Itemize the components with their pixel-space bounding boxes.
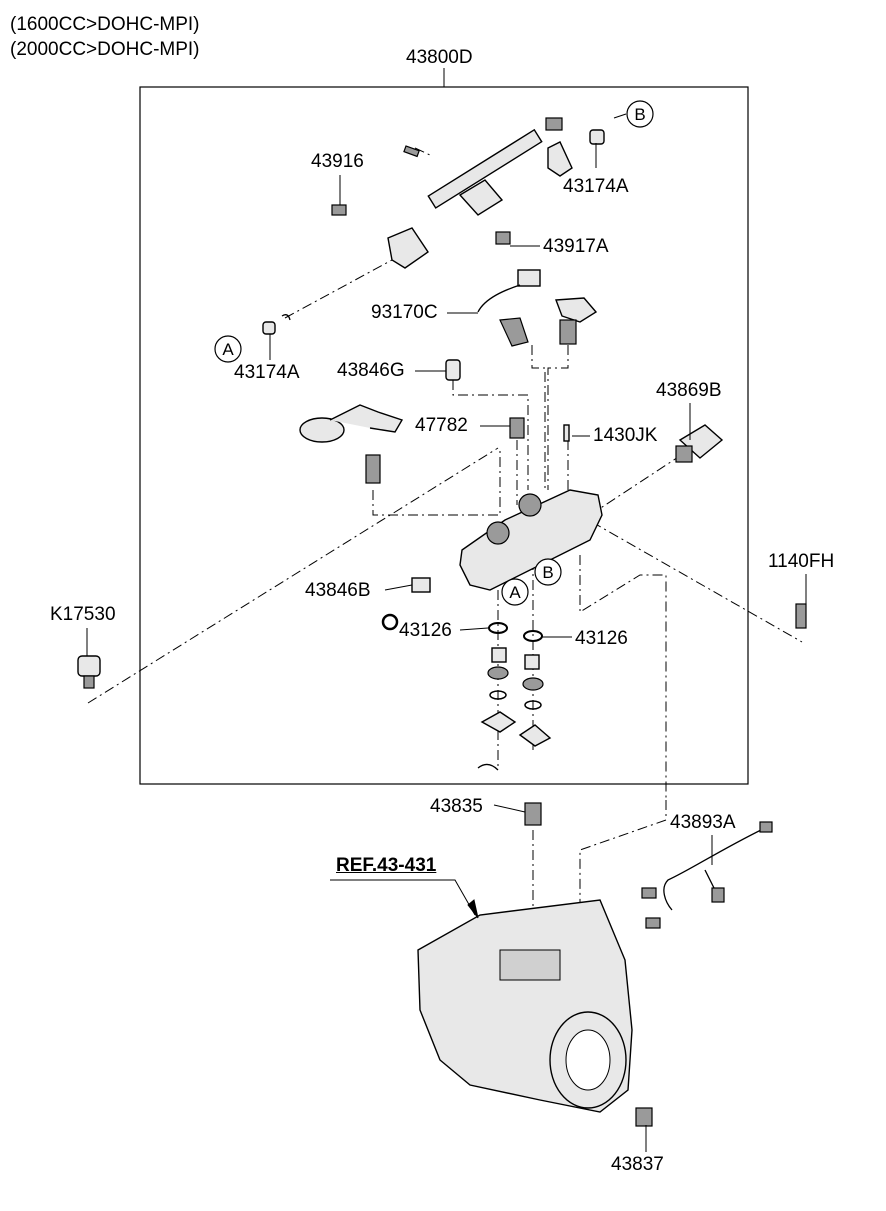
label-43800D: 43800D <box>406 47 473 68</box>
label-43174A-top: 43174A <box>563 176 629 197</box>
leader-lines <box>86 113 807 1152</box>
callout-b-body: B <box>542 563 553 582</box>
label-43835: 43835 <box>430 796 483 817</box>
bracket-right <box>555 297 598 345</box>
label-ref-43-431: REF.43-431 <box>336 855 437 876</box>
label-43869B: 43869B <box>656 380 722 401</box>
label-43126-left: 43126 <box>399 620 452 641</box>
callout-a-body: A <box>509 583 521 602</box>
sensor-93170C <box>477 269 541 347</box>
engine-spec-line-1: (1600CC>DOHC-MPI) <box>10 14 200 35</box>
label-K17530: K17530 <box>50 604 116 625</box>
seal-stack <box>477 622 552 771</box>
label-43846G: 43846G <box>337 360 405 381</box>
pin-1430JK <box>563 424 570 442</box>
label-47782: 47782 <box>415 415 468 436</box>
shift-shaft-assembly <box>262 117 605 335</box>
connection-lines <box>87 147 803 970</box>
label-43917A: 43917A <box>543 236 609 257</box>
breather-K17530 <box>77 655 101 689</box>
valve-body <box>381 489 603 631</box>
bolt-47782 <box>509 417 525 439</box>
engine-spec-line-2: (2000CC>DOHC-MPI) <box>10 39 200 60</box>
label-1140FH: 1140FH <box>768 551 835 572</box>
label-43174A-left: 43174A <box>234 362 300 383</box>
callout-a-left: A <box>222 340 234 359</box>
harness-43893A <box>641 821 773 929</box>
plug-43846G <box>445 359 461 381</box>
label-93170C: 93170C <box>371 302 438 323</box>
label-43893A: 43893A <box>670 812 736 833</box>
plug-43835 <box>524 802 542 826</box>
label-43837: 43837 <box>611 1154 664 1175</box>
label-43916: 43916 <box>311 151 364 172</box>
sensor-43869B <box>675 424 724 463</box>
label-1430JK: 1430JK <box>593 425 658 446</box>
callout-circles <box>214 100 654 606</box>
label-43126-right: 43126 <box>575 628 628 649</box>
lever-bracket-left <box>299 404 404 484</box>
label-43846B: 43846B <box>305 580 371 601</box>
callout-b-top: B <box>634 105 645 124</box>
bolt-1140FH <box>795 603 807 629</box>
transmission-case <box>417 899 653 1127</box>
